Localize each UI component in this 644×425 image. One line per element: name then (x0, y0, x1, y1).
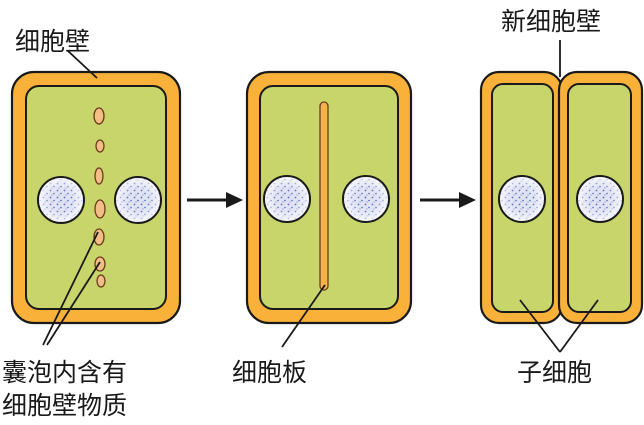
arrow-right (187, 192, 243, 208)
leader-lines (42, 40, 599, 353)
nucleus (37, 176, 85, 224)
nucleus (114, 176, 162, 224)
label-vesicles-line1: 囊泡内含有 (2, 358, 127, 387)
label-cell-plate: 细胞板 (232, 358, 307, 387)
nucleus (576, 175, 624, 223)
cytoplasm (259, 85, 399, 310)
arrow-right (420, 192, 476, 208)
cell-stage-3 (479, 70, 644, 325)
label-new-cell-wall: 新细胞壁 (501, 7, 601, 36)
nucleus (342, 175, 390, 223)
vesicles (93, 107, 106, 288)
label-vesicles-line2: 细胞壁物质 (2, 391, 127, 420)
cell-plate (319, 101, 329, 291)
cytoplasm (25, 85, 167, 310)
cell-stage-2 (245, 70, 413, 325)
cell-stage-1 (10, 70, 182, 325)
nucleus (263, 175, 311, 223)
label-cell-wall: 细胞壁 (15, 27, 90, 56)
nucleus (498, 175, 546, 223)
label-daughter-cells: 子细胞 (517, 358, 592, 387)
